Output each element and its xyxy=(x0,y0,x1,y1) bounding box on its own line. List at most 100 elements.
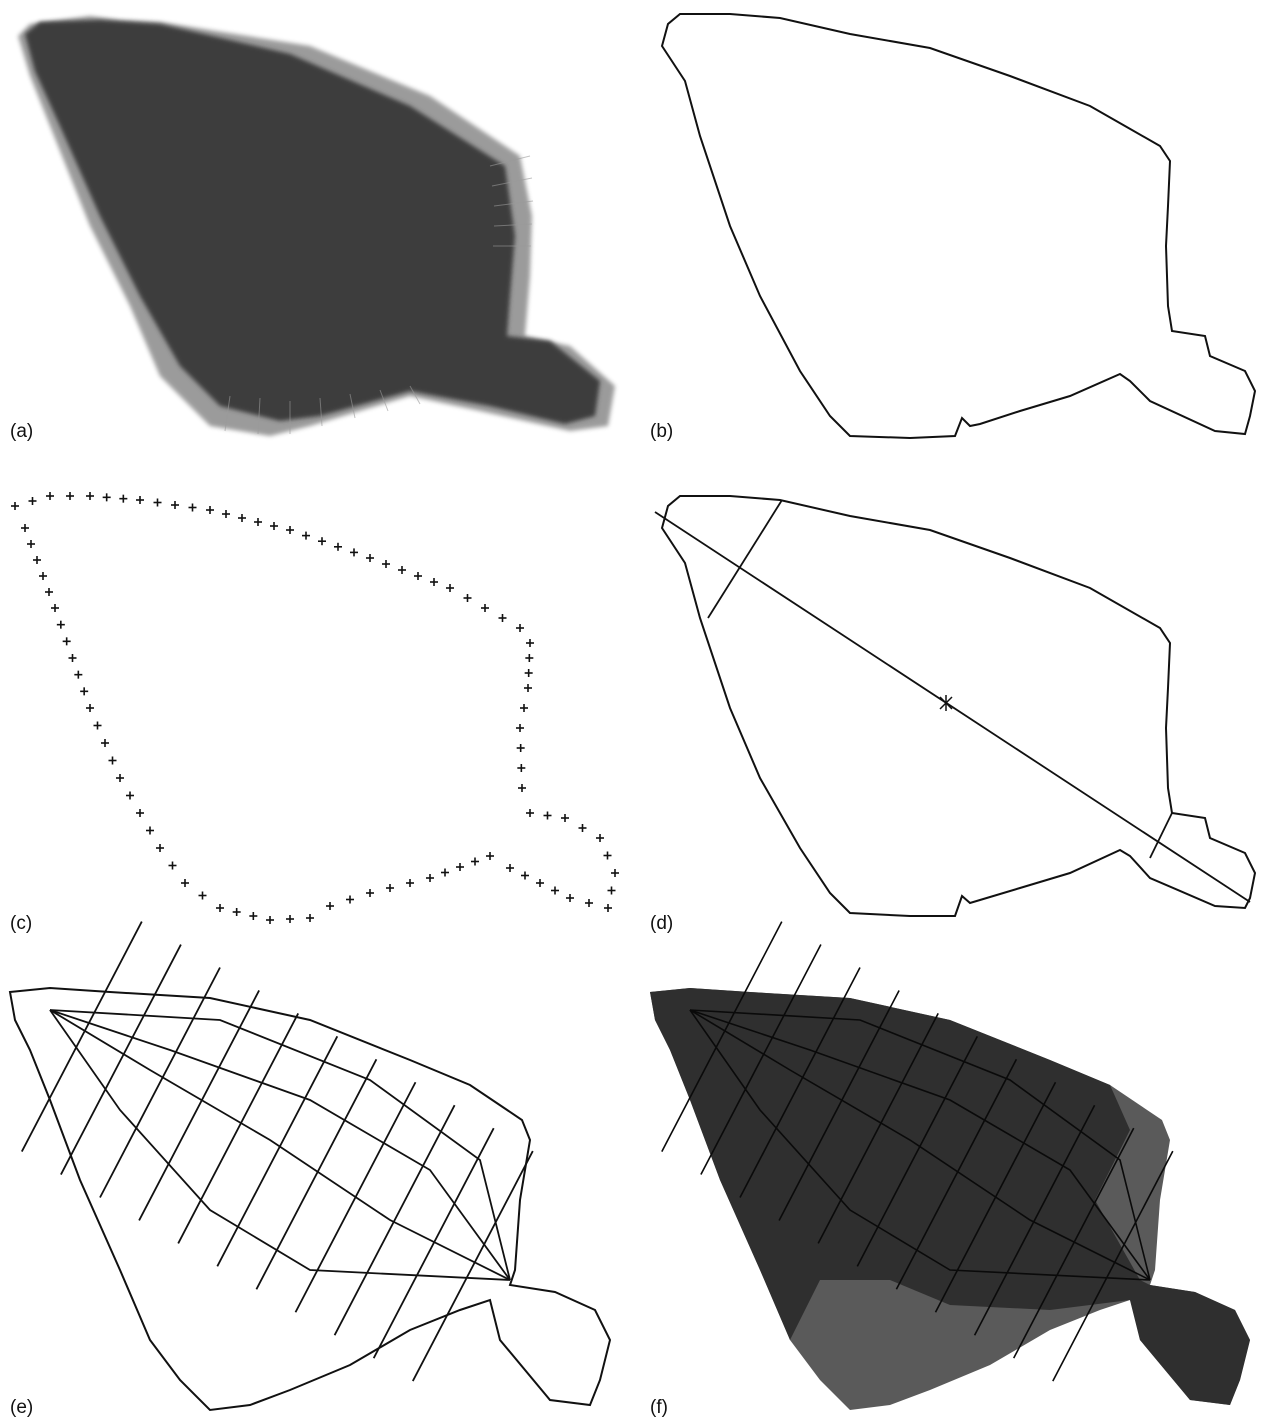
sample-point-marker xyxy=(426,874,434,882)
sample-point-marker xyxy=(254,518,262,526)
sample-point-marker xyxy=(446,584,454,592)
sample-point-marker xyxy=(386,884,394,892)
sample-point-marker xyxy=(579,824,587,832)
sample-point-marker xyxy=(516,624,524,632)
sample-point-marker xyxy=(33,556,41,564)
sample-point-marker xyxy=(350,548,358,556)
axis-diagram xyxy=(650,488,1260,938)
sample-point-marker xyxy=(57,621,65,629)
sample-point-marker xyxy=(126,792,134,800)
sample-point-marker xyxy=(604,852,612,860)
outline-path xyxy=(662,14,1255,438)
sample-point-marker xyxy=(249,912,257,920)
sample-point-marker xyxy=(46,492,54,500)
sample-point-marker xyxy=(471,858,479,866)
sample-point-marker xyxy=(27,540,35,548)
centroid-marker xyxy=(940,695,952,711)
sample-point-marker xyxy=(525,654,533,662)
sample-point-marker xyxy=(216,904,224,912)
sample-point-marker xyxy=(516,724,524,732)
sample-point-marker xyxy=(524,684,532,692)
sample-point-marker xyxy=(101,739,109,747)
sample-point-marker xyxy=(526,809,534,817)
sample-point-marker xyxy=(604,904,612,912)
sample-point-marker xyxy=(45,588,53,596)
sample-point-marker xyxy=(171,501,179,509)
sample-point-marker xyxy=(80,687,88,695)
sample-point-marker xyxy=(481,604,489,612)
panel-c: (c) xyxy=(10,488,620,938)
panel-e: (e) xyxy=(10,980,620,1420)
sample-point-marker xyxy=(69,654,77,662)
sample-point-marker xyxy=(441,869,449,877)
sample-point-marker xyxy=(518,784,526,792)
sample-point-marker xyxy=(520,704,528,712)
sample-point-marker xyxy=(86,704,94,712)
sample-point-marker xyxy=(94,722,102,730)
panel-label-f: (f) xyxy=(650,1398,668,1417)
sample-point-marker xyxy=(302,532,310,540)
sample-point-marker xyxy=(286,915,294,923)
sample-point-marker xyxy=(517,764,525,772)
sample-point-marker xyxy=(270,522,278,530)
grid-transverse-line xyxy=(296,1082,416,1312)
sample-point-marker xyxy=(222,510,230,518)
sample-point-marker xyxy=(286,526,294,534)
sample-point-marker xyxy=(74,671,82,679)
panel-label-c: (c) xyxy=(10,914,32,933)
sample-point-marker xyxy=(517,744,525,752)
sampled-points xyxy=(10,488,620,938)
sample-point-marker xyxy=(366,889,374,897)
sample-point-marker xyxy=(585,899,593,907)
sample-point-marker xyxy=(526,639,534,647)
sample-point-marker xyxy=(608,887,616,895)
sample-point-marker xyxy=(51,604,59,612)
sample-point-marker xyxy=(39,572,47,580)
sample-point-marker xyxy=(63,637,71,645)
sample-point-marker xyxy=(406,879,414,887)
sample-point-marker xyxy=(566,894,574,902)
shaded-grid xyxy=(650,980,1260,1420)
outline-path xyxy=(10,988,610,1410)
sample-point-marker xyxy=(346,896,354,904)
sample-point-marker xyxy=(21,524,29,532)
sample-point-marker xyxy=(136,809,144,817)
panel-label-b: (b) xyxy=(650,422,673,441)
sample-point-marker xyxy=(318,537,326,545)
sample-point-marker xyxy=(398,566,406,574)
sample-point-marker xyxy=(611,869,619,877)
tail-cross-line xyxy=(1150,813,1172,858)
sample-point-marker xyxy=(11,502,19,510)
sample-point-marker xyxy=(119,495,127,503)
sample-point-marker xyxy=(169,862,177,870)
sample-point-marker xyxy=(156,844,164,852)
grid-transverse-line xyxy=(256,1059,376,1289)
sample-point-marker xyxy=(544,812,552,820)
sample-point-marker xyxy=(499,614,507,622)
sample-point-marker xyxy=(181,879,189,887)
grid-transverse-line xyxy=(374,1128,494,1358)
sample-point-marker xyxy=(464,594,472,602)
sample-point-marker xyxy=(430,578,438,586)
sample-point-marker xyxy=(306,914,314,922)
panel-f: (f) xyxy=(650,980,1260,1420)
sample-point-marker xyxy=(561,814,569,822)
sample-point-marker xyxy=(521,872,529,880)
sample-point-marker xyxy=(382,560,390,568)
sample-point-marker xyxy=(233,908,241,916)
sample-point-marker xyxy=(109,757,117,765)
sample-point-marker xyxy=(486,852,494,860)
panel-label-d: (d) xyxy=(650,914,673,933)
head-cross-line xyxy=(708,500,782,618)
sample-point-marker xyxy=(266,916,274,924)
sample-point-marker xyxy=(506,864,514,872)
sample-point-marker xyxy=(525,669,533,677)
sample-point-marker xyxy=(456,863,464,871)
sample-point-marker xyxy=(116,774,124,782)
sample-point-marker xyxy=(66,492,74,500)
grid-transverse-line xyxy=(22,922,142,1152)
panel-b: (b) xyxy=(650,6,1260,446)
sample-point-marker xyxy=(154,499,162,507)
sample-point-marker xyxy=(206,506,214,514)
